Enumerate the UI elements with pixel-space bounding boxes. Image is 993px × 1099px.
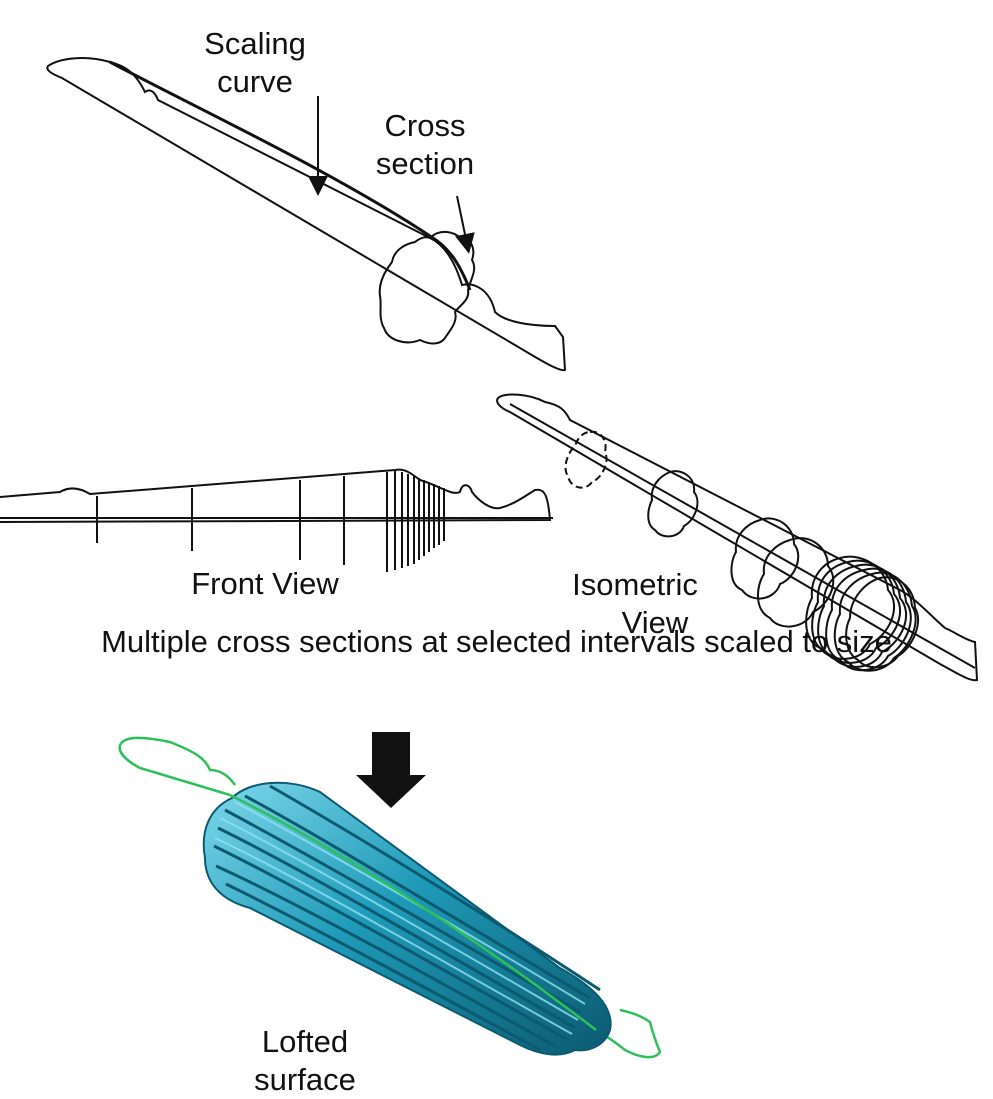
- cross-section-label-line2: section: [375, 146, 475, 181]
- scaling-curve-label: Scaling curve: [195, 25, 315, 101]
- scaling-curve-label-line1: Scaling: [204, 26, 306, 61]
- lofted-surface-label-line1: Lofted: [261, 1024, 349, 1059]
- isometric-view: [496, 393, 979, 682]
- isometric-cross-sections: [564, 430, 920, 672]
- cross-section-arrow: [455, 195, 475, 254]
- scaling-curve: [109, 60, 472, 291]
- lofted-green-centerline: [229, 793, 597, 1031]
- lofted-surface-render: [118, 736, 662, 1059]
- cross-section-label-line1: Cross: [384, 108, 466, 143]
- lofted-surface-label-line2: surface: [254, 1062, 356, 1097]
- down-arrow-icon: [356, 732, 426, 808]
- cross-section-label: Cross section: [365, 107, 485, 183]
- front-view-label: Front View: [175, 565, 355, 603]
- lofted-body: [202, 781, 612, 1056]
- lofted-highlights: [214, 801, 586, 1035]
- scaling-curve-label-line2: curve: [217, 64, 293, 99]
- top-profile-view: [46, 57, 567, 372]
- front-view: [0, 468, 553, 572]
- front-view-section-lines: [96, 471, 445, 572]
- cross-section-shape: [378, 231, 476, 345]
- lofted-ridges: [213, 784, 601, 1052]
- front-view-outline: [0, 468, 552, 523]
- isometric-outline: [496, 393, 979, 682]
- isometric-view-label-line1: Isometric: [572, 567, 698, 602]
- diagram-caption: Multiple cross sections at selected inte…: [101, 624, 892, 659]
- lofted-outline-green: [118, 736, 662, 1059]
- front-view-label-text: Front View: [191, 566, 339, 601]
- isometric-view-label: Isometric View: [560, 566, 710, 642]
- isometric-view-label-line2: View: [621, 605, 689, 640]
- top-profile-outline: [46, 57, 567, 372]
- lofted-surface-label: Lofted surface: [245, 1023, 365, 1099]
